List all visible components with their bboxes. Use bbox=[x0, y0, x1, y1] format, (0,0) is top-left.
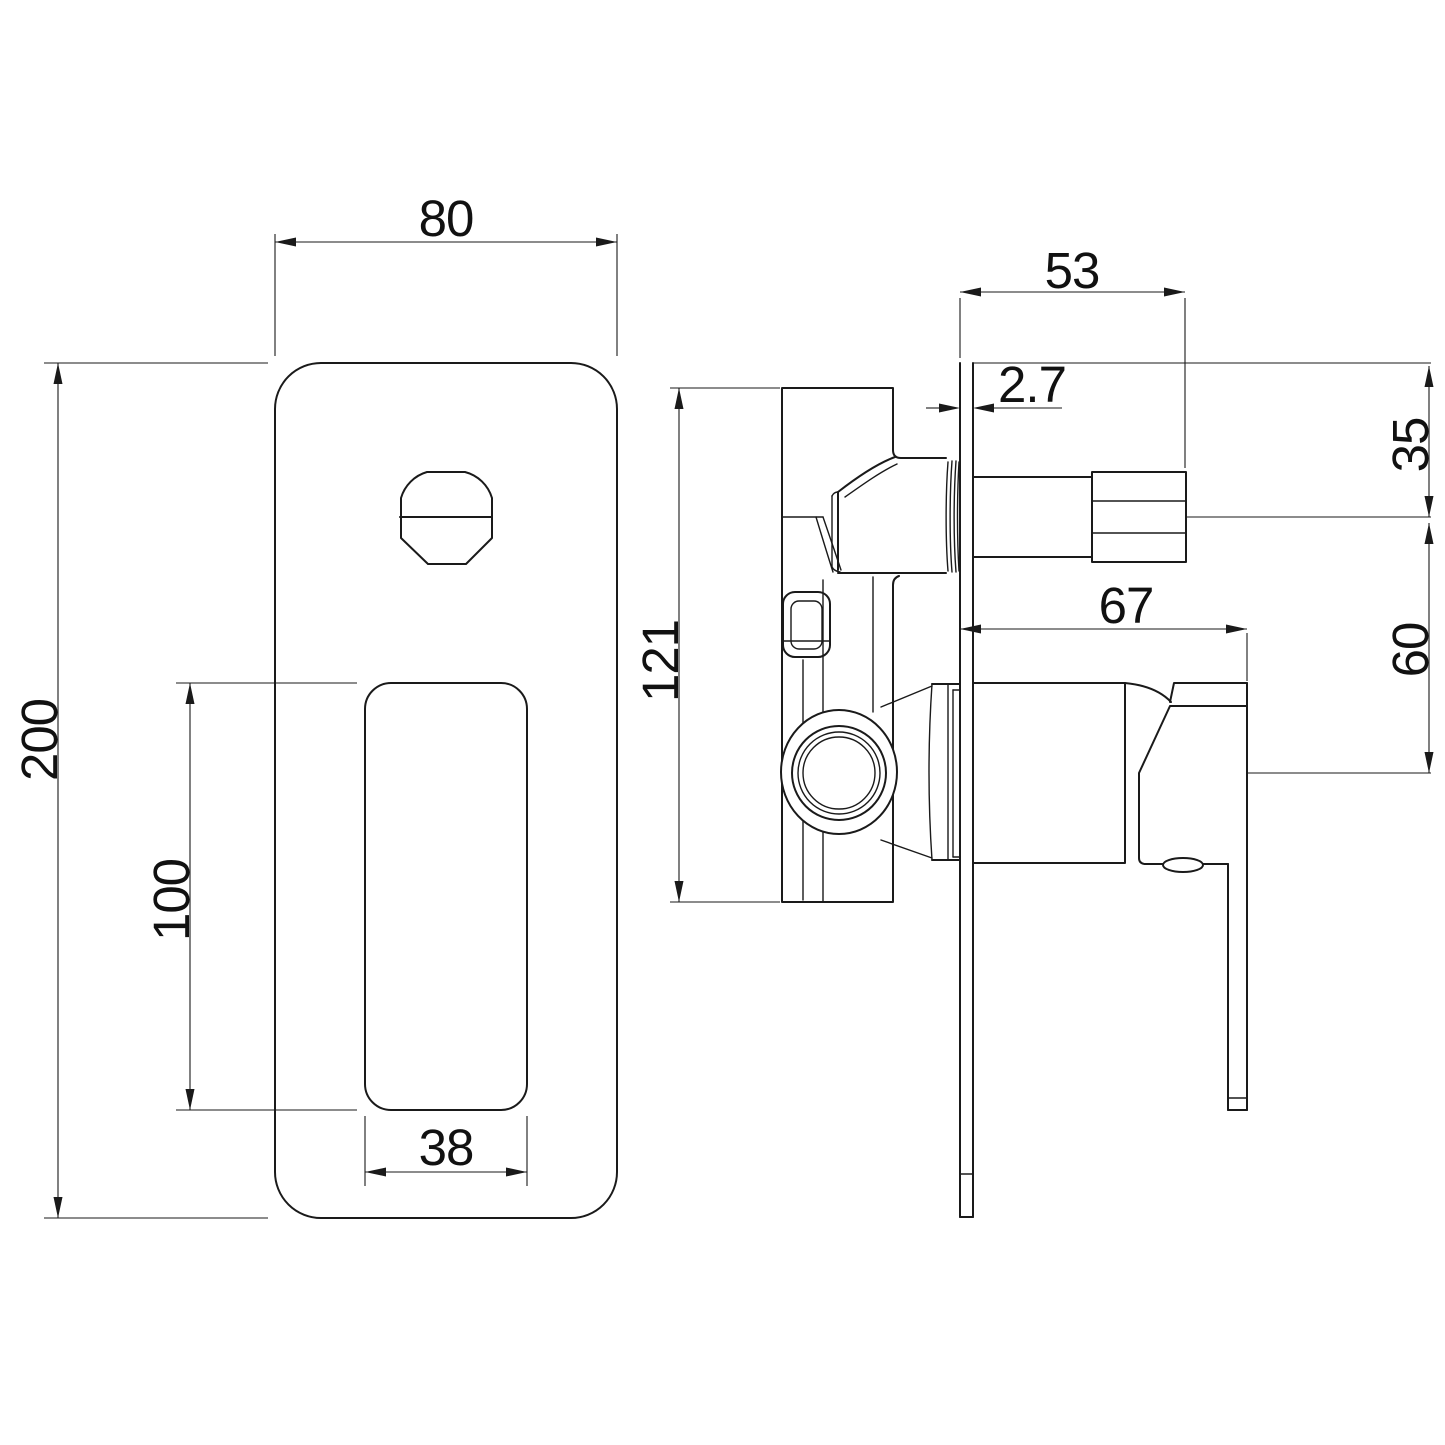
dim-label-handle-projection: 67 bbox=[1099, 577, 1154, 634]
thread-line bbox=[949, 460, 953, 573]
dim-label-rough-in-depth: 53 bbox=[1045, 242, 1100, 299]
dim-handle-cutout-width: 38 bbox=[364, 1116, 528, 1186]
handle-assembly bbox=[952, 682, 1248, 1111]
dim-label-plate-width: 80 bbox=[419, 190, 474, 247]
dim-label-top-to-spout-axis: 35 bbox=[1382, 418, 1439, 473]
handle-cutout-outline bbox=[364, 682, 528, 1111]
dim-front-plate-width: 80 bbox=[274, 190, 618, 356]
inlet-boss bbox=[780, 709, 898, 835]
wall-plate-side bbox=[959, 362, 974, 1218]
cartridge-housing bbox=[972, 682, 1126, 864]
dim-label-spout-to-handle-axis: 60 bbox=[1382, 623, 1439, 678]
dim-label-cutout-width: 38 bbox=[419, 1119, 474, 1176]
side-view: 53 2.7 35 60 bbox=[632, 242, 1439, 1218]
dim-handle-projection: 67 bbox=[960, 577, 1248, 681]
outlet-bonnet bbox=[831, 449, 960, 574]
dim-label-cutout-height: 100 bbox=[143, 859, 200, 941]
set-screw bbox=[1162, 857, 1204, 873]
dim-front-plate-height: 200 bbox=[11, 362, 268, 1219]
thread-line bbox=[953, 460, 957, 573]
side-port bbox=[782, 591, 831, 658]
dim-rough-in-depth: 53 bbox=[959, 242, 1186, 468]
dim-label-plate-height: 200 bbox=[11, 699, 68, 781]
cartridge-mount bbox=[880, 683, 961, 861]
dim-top-to-spout-axis: 35 bbox=[973, 362, 1439, 517]
spout-spindle bbox=[972, 471, 1431, 563]
dim-valve-body-height: 121 bbox=[632, 387, 780, 903]
thread-line bbox=[945, 461, 949, 572]
thread-line bbox=[956, 461, 960, 572]
dim-handle-cutout-height: 100 bbox=[143, 682, 357, 1111]
dim-plate-thickness: 2.7 bbox=[926, 356, 1067, 413]
dim-spout-to-handle-axis: 60 bbox=[1247, 523, 1439, 774]
dim-label-valve-body-height: 121 bbox=[632, 620, 689, 702]
diverter-button-outline bbox=[400, 471, 493, 565]
front-view: 80 200 100 38 bbox=[11, 190, 618, 1219]
front-cover-plate-outline bbox=[274, 362, 618, 1219]
dim-label-plate-thickness: 2.7 bbox=[998, 356, 1066, 413]
